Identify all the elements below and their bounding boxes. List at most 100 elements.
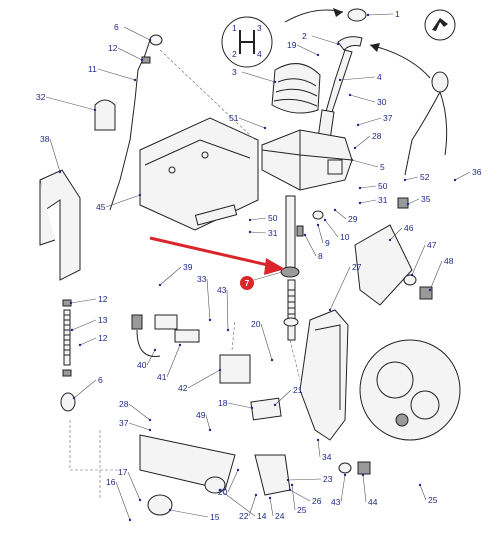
callout-label-37: 37 bbox=[383, 113, 393, 123]
callout-label-25: 25 bbox=[297, 505, 307, 515]
callout-label-47: 47 bbox=[427, 240, 437, 250]
callout-leader bbox=[291, 484, 296, 511]
callout-dot bbox=[403, 178, 407, 182]
gear-pattern-diagram: 1 3 2 4 bbox=[221, 16, 273, 68]
sensor-plug bbox=[131, 314, 143, 330]
callout-leader bbox=[357, 117, 382, 126]
callout-dot bbox=[316, 438, 320, 442]
lever-shaft-upper bbox=[324, 49, 353, 119]
callout-label-12: 12 bbox=[108, 43, 118, 53]
washer bbox=[403, 274, 417, 286]
callout-label-17: 17 bbox=[118, 467, 128, 477]
callout-dot bbox=[338, 78, 342, 82]
callout-dot bbox=[348, 93, 352, 97]
callout-label-29: 29 bbox=[348, 214, 358, 224]
callout-dot bbox=[361, 473, 365, 477]
shift-housing bbox=[261, 129, 353, 191]
callout-dot bbox=[328, 308, 332, 312]
callout-label-8: 8 bbox=[318, 251, 323, 261]
callout-leader bbox=[304, 234, 317, 257]
callout-dot bbox=[208, 428, 212, 432]
callout-leader bbox=[115, 481, 131, 521]
callout-leader bbox=[334, 209, 347, 220]
callout-leader bbox=[274, 389, 292, 406]
sensor-wire bbox=[136, 329, 161, 357]
rubber-cap bbox=[94, 99, 116, 131]
gear-label-4: 4 bbox=[257, 49, 262, 59]
bracket-hole bbox=[168, 166, 176, 174]
callout-label-31: 31 bbox=[378, 195, 388, 205]
callout-dot bbox=[168, 508, 172, 512]
bracket-tab bbox=[194, 204, 238, 226]
callout-leader bbox=[296, 44, 319, 56]
callout-leader bbox=[407, 198, 420, 205]
callout-label-19: 19 bbox=[287, 40, 297, 50]
callout-leader bbox=[166, 344, 181, 378]
callout-dot bbox=[133, 78, 137, 82]
callout-leader bbox=[329, 266, 351, 311]
callout-dot bbox=[148, 38, 152, 42]
callout-leader bbox=[146, 349, 156, 366]
rubber-boot bbox=[271, 63, 321, 114]
callout-leader bbox=[49, 138, 61, 173]
callout-leader bbox=[367, 13, 394, 16]
switch-plate bbox=[219, 354, 251, 384]
callout-leader bbox=[159, 266, 182, 286]
hand-icon bbox=[432, 18, 448, 31]
callout-label-44: 44 bbox=[368, 497, 378, 507]
callout-dot bbox=[218, 488, 222, 492]
callout-label-5: 5 bbox=[380, 162, 385, 172]
callout-label-51: 51 bbox=[229, 113, 239, 123]
callout-dot bbox=[406, 202, 410, 206]
callout-dot bbox=[366, 13, 370, 17]
gear-label-3: 3 bbox=[257, 23, 262, 33]
gear-label-2: 2 bbox=[232, 49, 237, 59]
wedge-plate bbox=[354, 224, 413, 306]
callout-leader bbox=[311, 35, 339, 45]
callout-leader bbox=[324, 219, 339, 238]
callout-label-35: 35 bbox=[421, 194, 431, 204]
callout-label-45: 45 bbox=[96, 202, 106, 212]
lever-plate bbox=[39, 169, 81, 281]
callout-leader bbox=[349, 94, 376, 103]
sensor-body bbox=[154, 314, 178, 330]
callout-leader bbox=[205, 414, 211, 431]
callout-label-10: 10 bbox=[340, 232, 350, 242]
callout-leader bbox=[187, 369, 221, 389]
callout-label-37: 37 bbox=[119, 418, 129, 428]
callout-dot bbox=[250, 406, 254, 410]
callout-leader bbox=[71, 319, 97, 331]
callout-dot bbox=[72, 396, 76, 400]
callout-dot bbox=[158, 283, 162, 287]
sensor-bracket bbox=[174, 329, 200, 343]
callout-dot bbox=[270, 358, 274, 362]
callout-dot bbox=[303, 233, 307, 237]
callout-dot bbox=[316, 53, 320, 57]
callout-dot bbox=[128, 518, 132, 522]
gear-cable bbox=[109, 39, 151, 211]
knob-cap bbox=[347, 8, 367, 22]
connector bbox=[397, 197, 409, 209]
callout-label-33: 33 bbox=[197, 274, 207, 284]
callout-label-26: 26 bbox=[312, 496, 322, 506]
callout-label-16: 16 bbox=[106, 477, 116, 487]
callout-dot bbox=[418, 483, 422, 487]
callout-leader bbox=[269, 497, 274, 517]
callout-label-3: 3 bbox=[232, 67, 237, 77]
callout-label-39: 39 bbox=[183, 262, 193, 272]
highlight-leader bbox=[253, 271, 283, 281]
callout-dot bbox=[58, 170, 62, 174]
callout-leader bbox=[340, 474, 346, 503]
callout-leader bbox=[359, 185, 377, 189]
callout-label-24: 24 bbox=[275, 511, 285, 521]
callout-dot bbox=[290, 483, 294, 487]
callout-dot bbox=[353, 146, 357, 150]
callout-dot bbox=[333, 208, 337, 212]
callout-label-6: 6 bbox=[98, 375, 103, 385]
callout-leader bbox=[128, 403, 151, 421]
callout-label-12: 12 bbox=[98, 294, 108, 304]
selector-arm bbox=[299, 309, 349, 441]
callout-label-9: 9 bbox=[325, 238, 330, 248]
mounting-bracket bbox=[139, 117, 259, 231]
callout-leader bbox=[117, 47, 143, 61]
